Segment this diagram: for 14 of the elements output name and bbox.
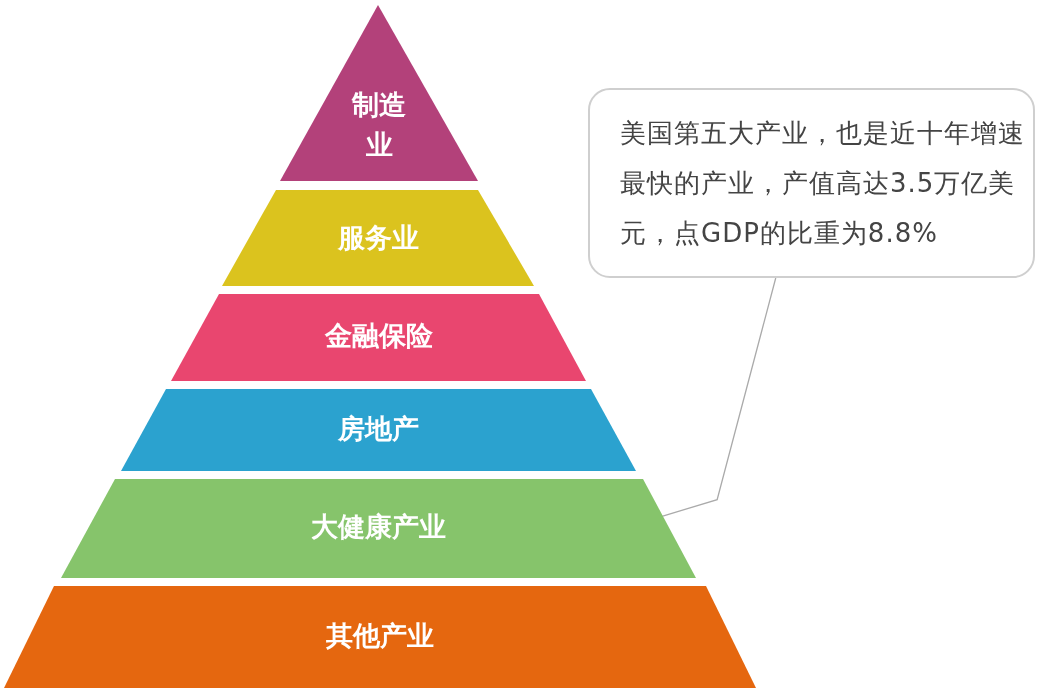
pyramid-tier <box>4 586 756 688</box>
tier-label: 房地产 <box>337 412 420 446</box>
callout-bubble <box>588 88 1035 278</box>
tier-label: 大健康产业 <box>310 510 447 544</box>
pyramid-tier <box>171 294 586 381</box>
tier-label: 其他产业 <box>325 619 435 653</box>
tier-label: 制造业 <box>350 88 407 162</box>
tier-label: 服务业 <box>336 221 420 255</box>
pyramid-tier <box>222 190 534 286</box>
pyramid-tier <box>121 389 636 471</box>
tier-label: 金融保险 <box>323 319 434 353</box>
pyramid-top-triangle <box>280 5 478 181</box>
callout-text: 美国第五大产业，也是近十年增速最快的产业，产值高达3.5万亿美元，点GDP的比重为8.8% <box>620 117 1025 250</box>
pyramid-tier <box>61 479 696 578</box>
